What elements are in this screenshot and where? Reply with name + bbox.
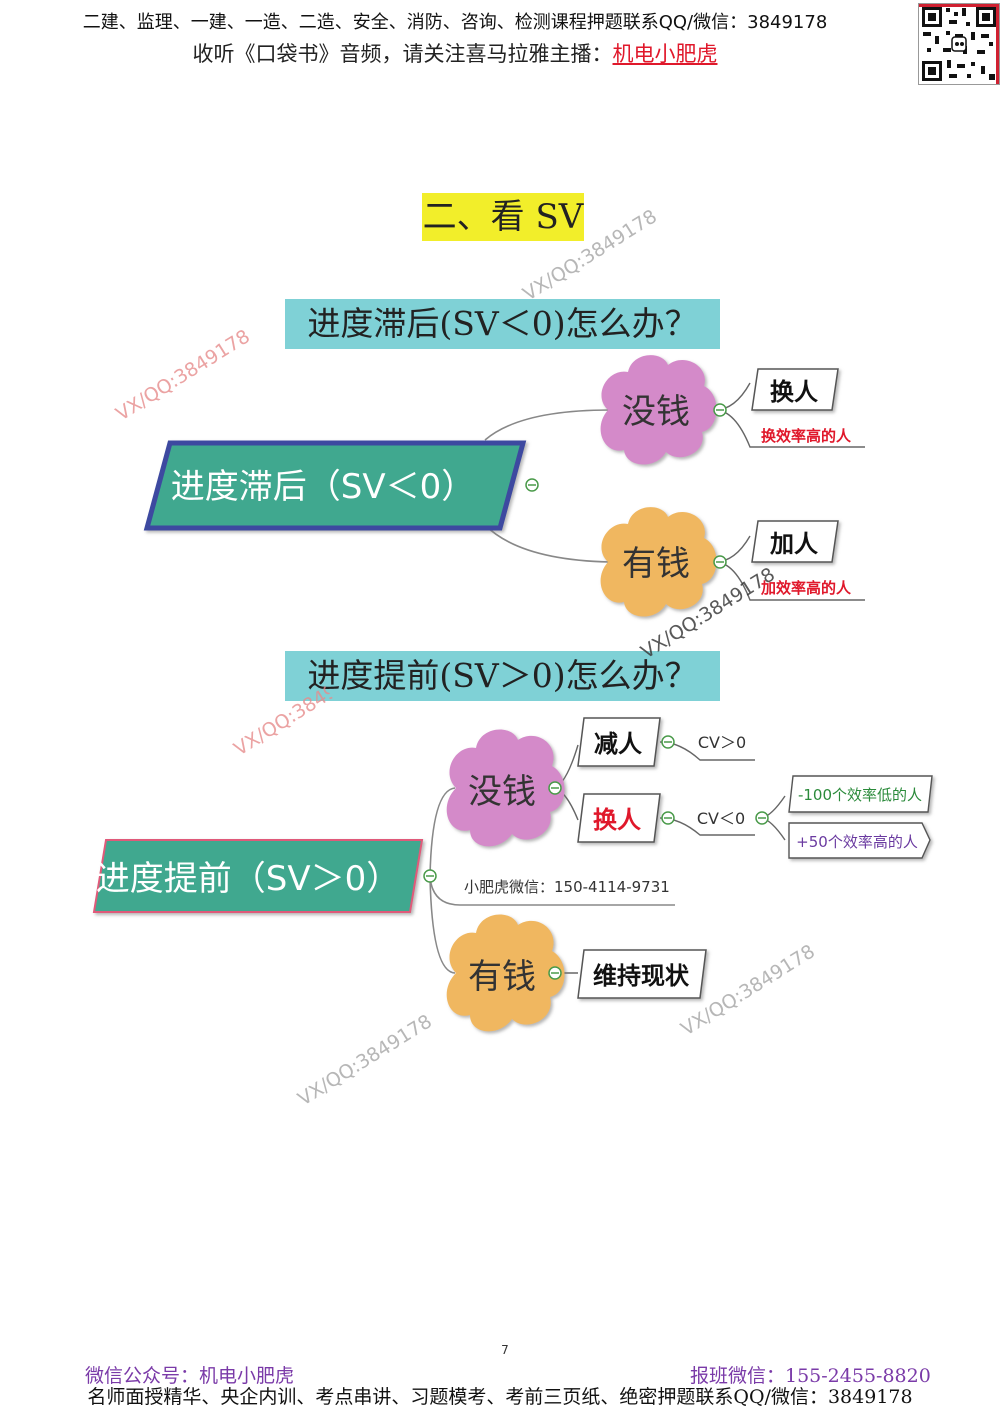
swap-people-note: CV＜0 <box>697 809 745 828</box>
root-node-behind: 进度滞后（SV＜0） <box>143 440 527 531</box>
reduce-people-note: CV＞0 <box>698 733 746 752</box>
swap-people-label: 换人 <box>593 806 641 834</box>
header-line-1: 二建、监理、一建、一造、二造、安全、消防、咨询、检测课程押题联系QQ/微信：38… <box>82 12 828 33</box>
header-line-2: 收听《口袋书》音频，请关注喜马拉雅主播：机电小肥虎 <box>0 38 910 68</box>
footer-class-wechat: 报班微信：155-2455-8820 <box>690 1365 931 1387</box>
mind-map-ahead: 进度提前（SV＞0） 没钱 有钱 减人 CV＞0 换人 CV＜0 -100个效率… <box>92 717 933 1032</box>
add-people-note: 加效率高的人 <box>760 579 852 597</box>
has-money-node: 有钱 <box>600 507 717 617</box>
page-number: 7 <box>501 1343 509 1357</box>
minus-staff-label: -100个效率低的人 <box>798 786 922 804</box>
anchor-link[interactable]: 机电小肥虎 <box>612 42 718 66</box>
swap-people-node: 换人 <box>751 368 839 411</box>
header-line-2-prefix: 收听《口袋书》音频，请关注喜马拉雅主播： <box>192 42 613 66</box>
reduce-people-node: 减人 <box>577 717 661 767</box>
minus-staff-node: -100个效率低的人 <box>788 775 933 813</box>
no-money-label: 没钱 <box>468 772 536 812</box>
no-money-label: 没钱 <box>622 392 690 432</box>
root-label-behind: 进度滞后（SV＜0） <box>171 467 475 507</box>
root-node-ahead: 进度提前（SV＞0） <box>92 839 424 913</box>
has-money-node: 有钱 <box>446 914 565 1032</box>
keep-status-node: 维持现状 <box>577 949 707 999</box>
swap-people-note: 换效率高的人 <box>761 427 852 445</box>
qr-code <box>918 3 1000 85</box>
footer-bottom-line: 名师面授精华、央企内训、考点串讲、习题模考、考前三页纸、绝密押题联系QQ/微信：… <box>87 1386 913 1408</box>
question-behind-schedule: 进度滞后(SV＜0)怎么办？ <box>285 299 720 349</box>
swap-people-label: 换人 <box>770 378 818 406</box>
reduce-people-label: 减人 <box>594 730 642 758</box>
question-ahead-schedule: 进度提前(SV＞0)怎么办？ <box>285 651 720 701</box>
wechat-note: 小肥虎微信：150-4114-9731 <box>464 878 670 896</box>
footer-official-account: 微信公众号：机电小肥虎 <box>85 1365 295 1387</box>
no-money-node: 没钱 <box>446 729 565 847</box>
add-people-node: 加人 <box>751 520 839 563</box>
plus-staff-label: +50个效率高的人 <box>796 833 918 851</box>
swap-people-node: 换人 <box>577 793 661 843</box>
root-label-ahead: 进度提前（SV＞0） <box>96 859 400 899</box>
add-people-label: 加人 <box>770 530 818 558</box>
no-money-node: 没钱 <box>600 355 717 465</box>
mind-map-behind: 进度滞后（SV＜0） 没钱 有钱 换人 换效率高的人 加人 加效率高的人 <box>143 355 865 617</box>
keep-status-label: 维持现状 <box>593 962 690 990</box>
has-money-label: 有钱 <box>622 544 690 584</box>
plus-staff-node: +50个效率高的人 <box>788 822 931 859</box>
section-title: 二、看 SV <box>422 193 584 241</box>
has-money-label: 有钱 <box>468 957 536 997</box>
